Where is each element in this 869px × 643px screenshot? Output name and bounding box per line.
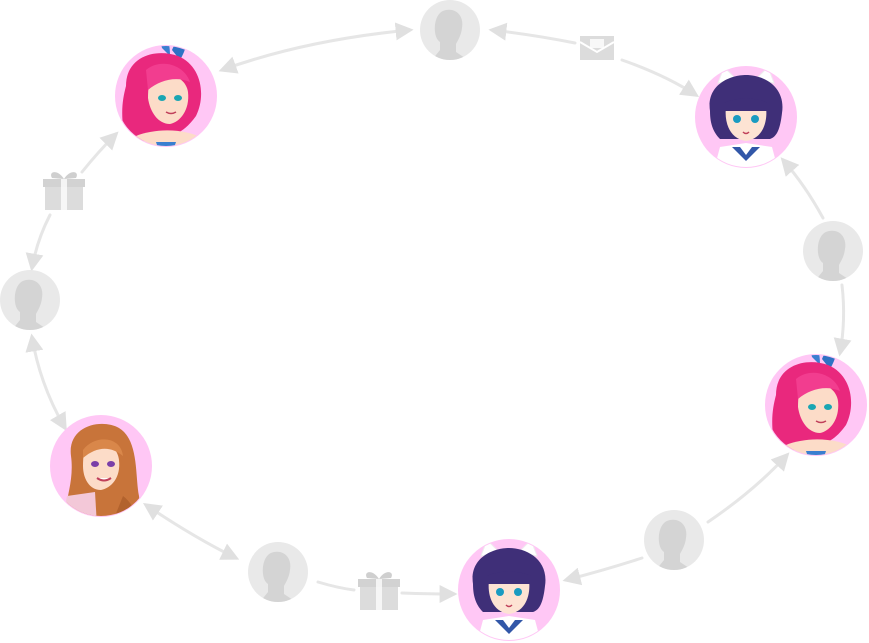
placeholder-avatar-top[interactable] [420,0,480,60]
arrow-gift-to-left-placeholder [25,213,52,272]
arrow-top-left [218,22,414,74]
gift-icon [358,572,400,610]
placeholder-nodes [0,0,863,602]
exchange-icons [43,36,615,610]
arrow-left-placeholder-to-redhead [25,333,67,432]
arrow-gift-to-catgirl [400,584,458,603]
arrow-gift-to-bunny [80,131,119,174]
avatar-pink-bunny-girl-top[interactable] [115,33,217,156]
placeholder-avatar-left[interactable] [0,270,60,330]
avatar-pink-bunny-girl-right[interactable] [765,342,867,465]
arrow-right-placeholder-to-catgirl [780,157,825,220]
avatar-purple-cat-girl-bottom[interactable] [458,539,560,643]
placeholder-avatar-right[interactable] [803,221,863,281]
arrow-placeholder-to-gift [316,580,356,592]
arrow-bottom-right-placeholder-to-catgirl [562,556,644,586]
envelope-icon [579,36,615,60]
avatar-purple-cat-girl-top[interactable] [695,66,797,177]
placeholder-avatar-bottom-left[interactable] [248,542,308,602]
character-avatars [50,33,867,643]
avatar-redhead-girl[interactable] [50,415,152,526]
arrow-envelope-to-catgirl [620,58,700,97]
gift-icon [43,172,85,210]
arrow-top-to-envelope [488,22,577,45]
arrow-redhead-to-placeholder [143,502,240,560]
arrow-right-placeholder-to-bunny [833,283,852,357]
arrow-bottom-right-placeholder-to-bunny [706,452,790,524]
connector-arrows [25,22,852,603]
placeholder-avatar-bottom-right[interactable] [644,510,704,570]
